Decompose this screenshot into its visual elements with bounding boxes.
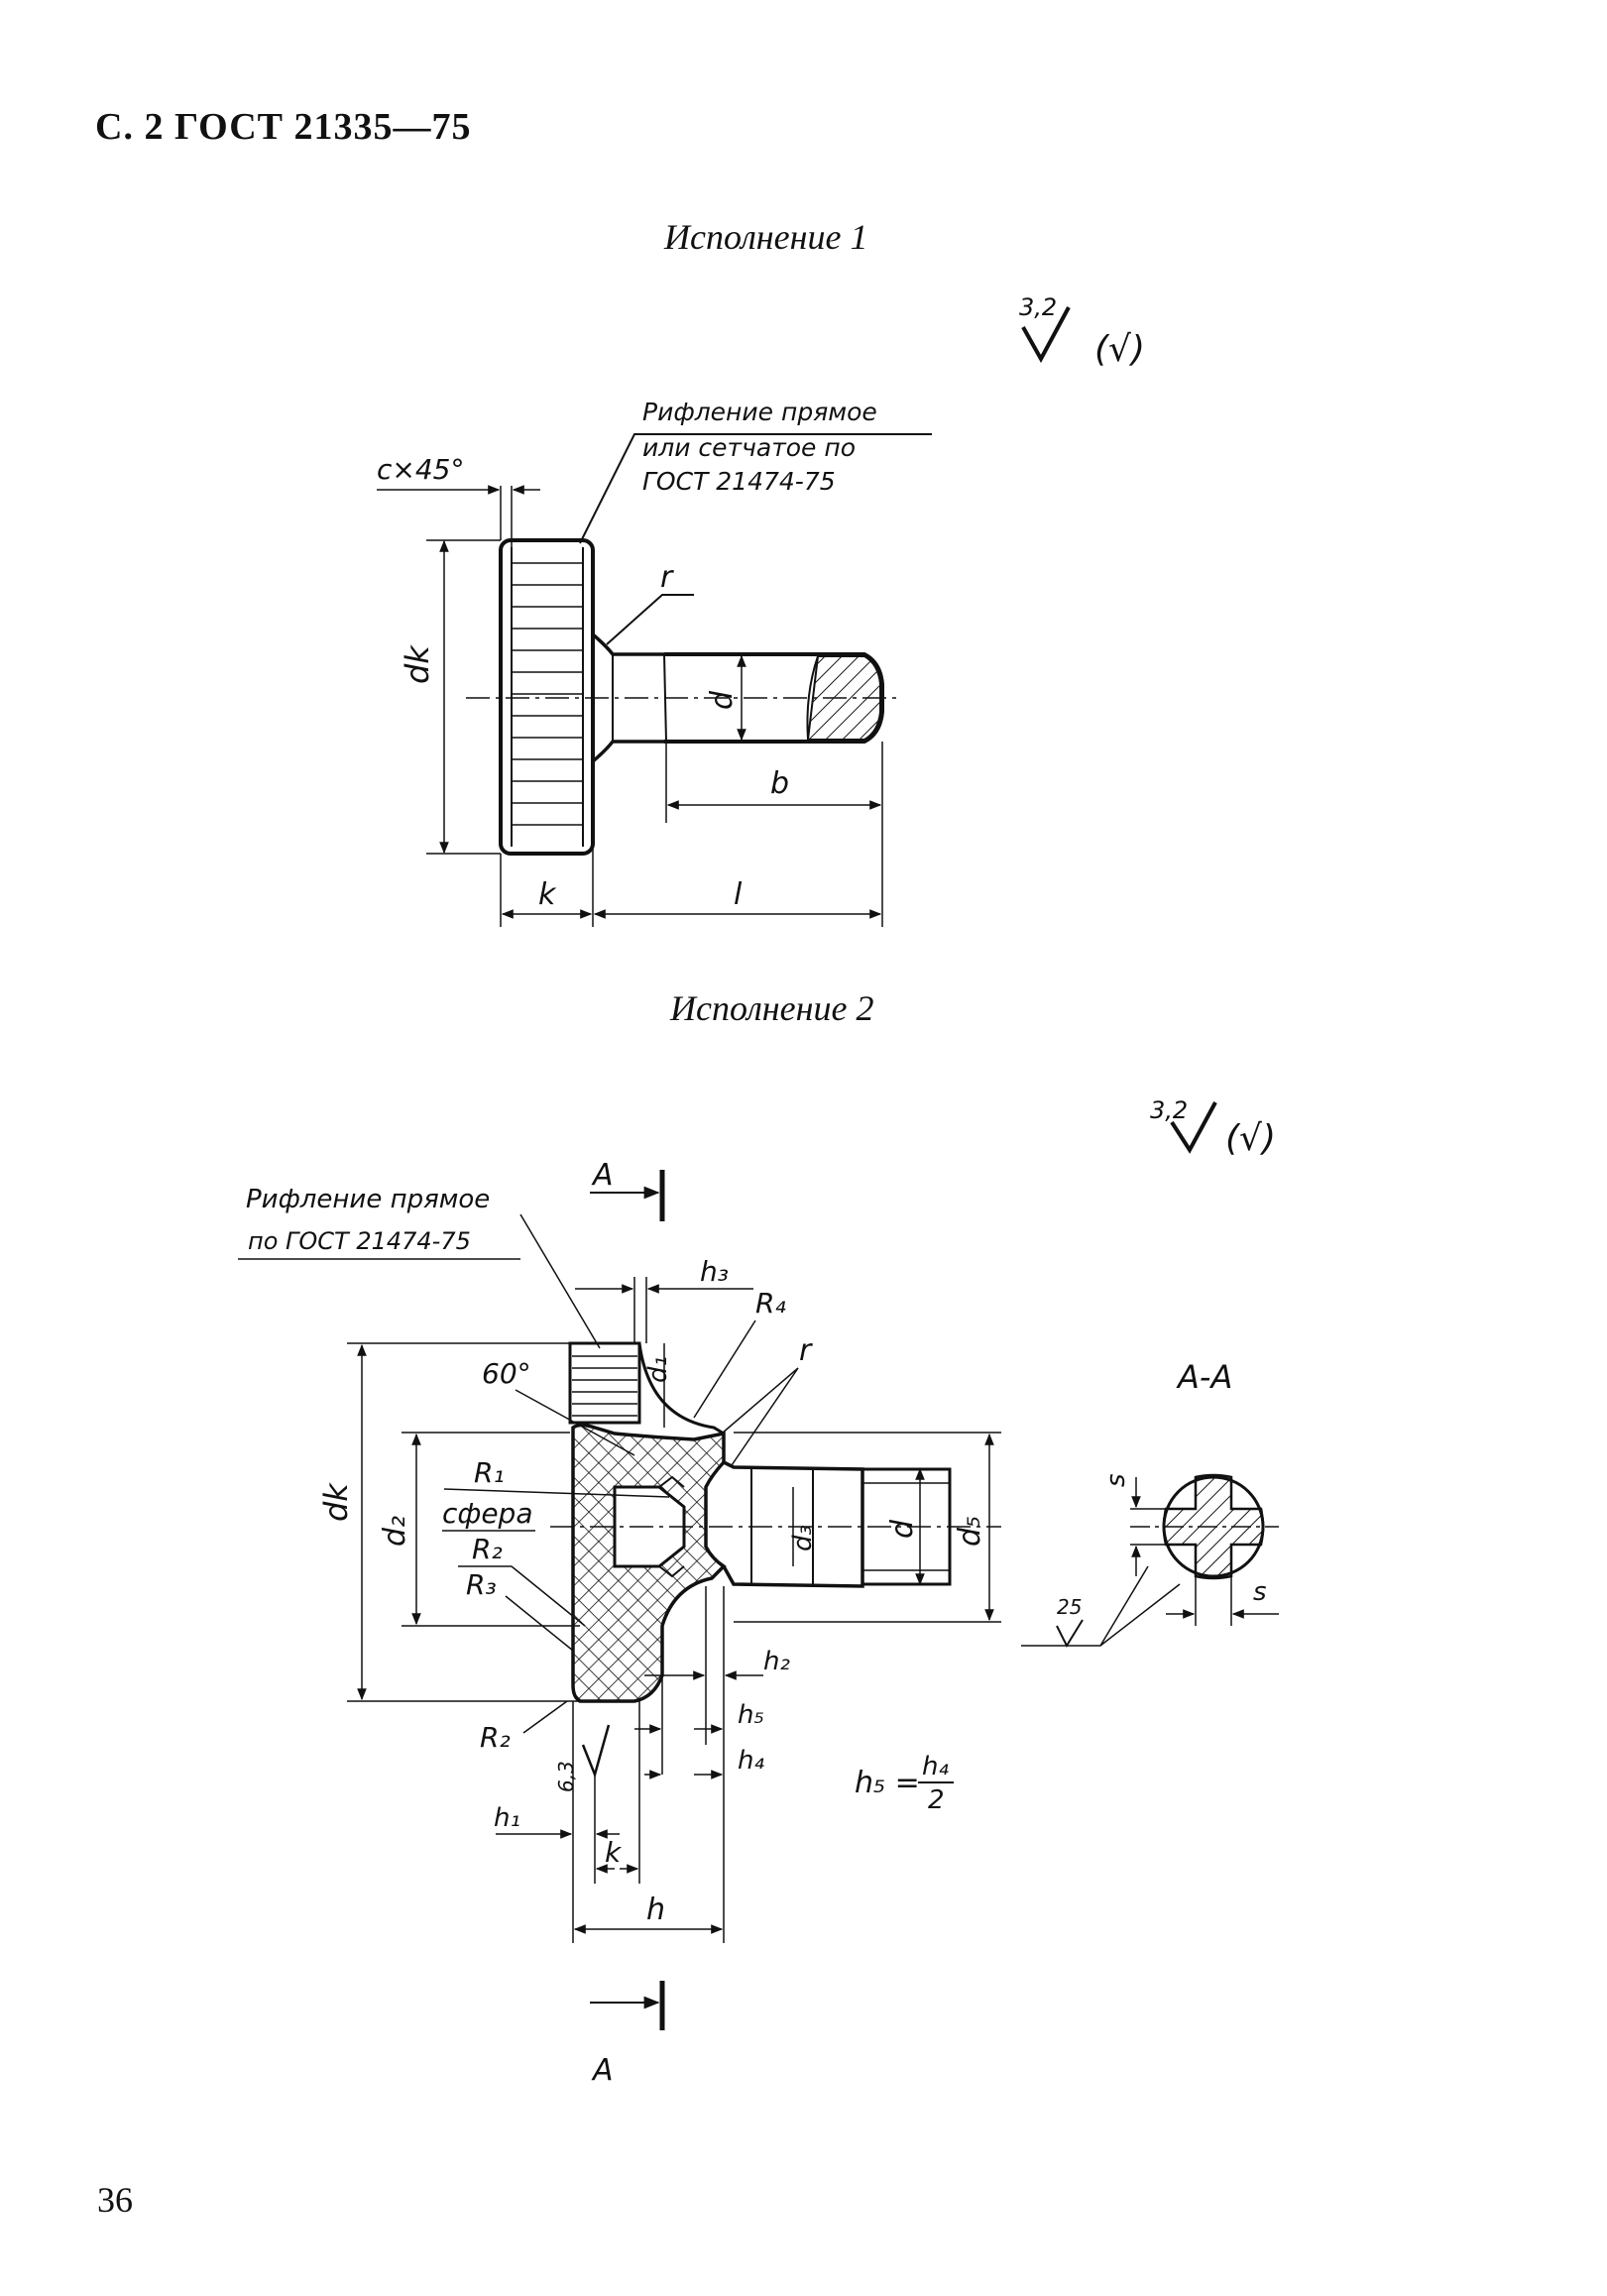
roughness-paren-1: (√)	[1094, 329, 1145, 370]
label-60: 60°	[482, 1357, 531, 1390]
execution1-title: Исполнение 1	[664, 217, 868, 257]
section-title: A-A	[1176, 1358, 1232, 1396]
formula-h5: h₅ = h₄ 2	[855, 1752, 954, 1815]
section-mark-top: A	[591, 1158, 614, 1193]
note1-line1: Рифление прямое	[642, 398, 877, 426]
roughness-symbol-2: 3,2 (√)	[1150, 1096, 1276, 1159]
execution2-title: Исполнение 2	[670, 988, 874, 1028]
label-dk-1: dk	[399, 644, 436, 684]
label-s-vertical: s	[1101, 1473, 1131, 1487]
label-sphere: сфера	[442, 1497, 533, 1530]
label-R2-bottom: R₂	[480, 1721, 511, 1754]
roughness-value-1: 3,2	[1019, 293, 1057, 321]
section-mark-bottom: A	[591, 2053, 614, 2088]
note2-line1: Рифление прямое	[246, 1185, 490, 1214]
label-s-horizontal: s	[1253, 1577, 1267, 1607]
roughness-value-2: 3,2	[1150, 1096, 1188, 1124]
note2-line2: по ГОСТ 21474-75	[248, 1227, 471, 1255]
label-h1: h₁	[494, 1803, 520, 1833]
label-d-2: d	[885, 1519, 920, 1539]
label-l-1: l	[734, 877, 743, 912]
page-header: С. 2 ГОСТ 21335—75	[95, 106, 472, 148]
label-R3: R₃	[466, 1568, 497, 1601]
label-h4: h₄	[738, 1746, 764, 1776]
knurled-head	[499, 538, 595, 856]
label-h3: h₃	[700, 1255, 729, 1288]
label-d1: d₁	[643, 1356, 673, 1383]
note1-line2: или сетчатое по	[642, 433, 856, 462]
label-k-1: k	[538, 877, 557, 912]
label-h5: h₅	[738, 1700, 764, 1730]
execution1-drawing: 3,2 (√) Рифление прямое или сетчато	[377, 293, 1145, 927]
label-R2-top: R₂	[472, 1533, 503, 1565]
formula-numerator: h₄	[922, 1752, 949, 1781]
label-d-1: d	[705, 690, 740, 710]
label-h: h	[646, 1893, 665, 1927]
label-r-2: r	[799, 1333, 813, 1368]
chamfer-label: c×45°	[377, 453, 464, 486]
section-A-A: A-A s s 25	[1021, 1358, 1279, 1649]
note1-line3: ГОСТ 21474-75	[642, 467, 836, 496]
label-b-1: b	[770, 766, 789, 801]
label-k-2: k	[605, 1836, 623, 1869]
label-dk-2: dk	[317, 1482, 355, 1522]
page-number: 36	[97, 2180, 133, 2220]
roughness-paren-2: (√)	[1225, 1118, 1276, 1159]
formula-lhs: h₅ =	[855, 1766, 920, 1800]
label-R1: R₁	[474, 1456, 505, 1489]
label-R4: R₄	[755, 1287, 786, 1320]
knurl-lines	[512, 562, 583, 826]
label-25: 25	[1057, 1595, 1082, 1619]
label-d2: d₂	[378, 1516, 412, 1547]
label-d5: d₅	[953, 1516, 987, 1547]
label-d3: d₃	[788, 1525, 818, 1551]
roughness-symbol-1: 3,2 (√)	[1019, 293, 1145, 370]
execution2-drawing: 3,2 (√) A Рифление прямое по ГОСТ 21474-…	[238, 1096, 1279, 2088]
formula-denominator: 2	[928, 1785, 945, 1815]
label-h2: h₂	[763, 1647, 790, 1676]
label-63: 6,3	[554, 1761, 578, 1792]
label-r-1: r	[660, 560, 674, 595]
